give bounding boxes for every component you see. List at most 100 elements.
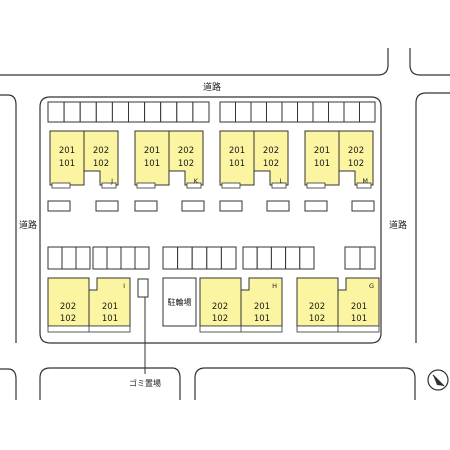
storage-box xyxy=(219,200,243,212)
building-letter: G xyxy=(369,282,374,290)
road-label-left: 道路 xyxy=(19,219,37,231)
parking-stall xyxy=(219,101,236,123)
parking-stall xyxy=(160,101,178,123)
road-label-right: 道路 xyxy=(389,219,407,231)
parking-stall xyxy=(220,246,237,270)
site-boundary xyxy=(39,96,382,344)
parking-stall xyxy=(128,101,146,123)
unit-number: 202 xyxy=(348,146,364,156)
parking-stall xyxy=(299,246,315,270)
buildings: 201101202102J201101202102K201101202102L2… xyxy=(47,130,380,333)
parking-stall xyxy=(256,246,272,270)
building-H: 202 102 201 101 H xyxy=(199,277,283,333)
parking-stall xyxy=(144,101,162,123)
unit-number: 201 xyxy=(254,302,270,312)
parking-stall xyxy=(177,246,193,270)
parking-stall xyxy=(106,246,122,270)
unit-number: 201 xyxy=(102,302,118,312)
parking-stall xyxy=(79,101,97,123)
unit-number: 201 xyxy=(351,302,367,312)
parking-stall xyxy=(95,101,113,123)
parking-stall xyxy=(328,101,345,123)
parking-stall xyxy=(111,101,130,123)
unit-number: 201 xyxy=(314,146,330,156)
parking-stall xyxy=(206,246,222,270)
unit-number: 202 xyxy=(212,302,228,312)
unit-number: 202 xyxy=(178,146,194,156)
parking-stall xyxy=(61,246,77,270)
unit-number: 101 xyxy=(144,159,160,169)
parking-stall xyxy=(47,101,65,123)
unit-number: 102 xyxy=(93,159,109,169)
unit-number: 201 xyxy=(144,146,160,156)
storage-box xyxy=(181,200,205,212)
parking-stall xyxy=(312,101,329,123)
unit-number: 101 xyxy=(59,159,75,169)
parking-stall xyxy=(120,246,136,270)
storage-box xyxy=(95,200,119,212)
parking-stall xyxy=(176,101,194,123)
parking-stall xyxy=(191,246,208,270)
unit-number: 202 xyxy=(60,302,76,312)
unit-number: 102 xyxy=(309,314,325,324)
building-letter: L xyxy=(279,177,283,185)
bicycle-parking-label: 駐輪場 xyxy=(168,297,192,307)
building-letter: H xyxy=(272,282,277,290)
building-letter: K xyxy=(194,177,199,185)
unit-number: 202 xyxy=(309,302,325,312)
storage-box xyxy=(134,200,158,212)
parking-stall xyxy=(47,246,63,270)
parking-stall xyxy=(192,101,210,123)
unit-number: 202 xyxy=(263,146,279,156)
parking-stall xyxy=(359,246,376,270)
parking-stall xyxy=(242,246,258,270)
storage-box xyxy=(266,200,290,212)
building-letter: I xyxy=(123,282,125,290)
unit-number: 101 xyxy=(102,314,118,324)
parking-stall xyxy=(75,246,91,270)
parking-stall xyxy=(92,246,108,270)
garbage-area: ゴミ置場 xyxy=(129,278,161,388)
parking-stall xyxy=(235,101,252,123)
parking-stall xyxy=(285,246,301,270)
unit-number: 102 xyxy=(263,159,279,169)
parking-stall xyxy=(359,101,376,123)
garbage-area-label: ゴミ置場 xyxy=(129,378,161,388)
building-letter: J xyxy=(110,177,113,185)
compass-icon xyxy=(427,369,449,391)
unit-number: 201 xyxy=(229,146,245,156)
unit-number: 101 xyxy=(254,314,270,324)
parking-stall xyxy=(250,101,267,123)
parking-stall xyxy=(344,246,361,270)
building-letter: M xyxy=(362,177,368,185)
road-label-top: 道路 xyxy=(203,81,221,93)
parking-stall xyxy=(270,246,287,270)
parking-stall xyxy=(134,246,150,270)
road-lines xyxy=(0,48,450,400)
building-G: 202 102 201 101 G xyxy=(296,277,380,333)
unit-number: 102 xyxy=(178,159,194,169)
bicycle-parking: 駐輪場 xyxy=(162,277,197,327)
unit-number: 101 xyxy=(351,314,367,324)
unit-number: 202 xyxy=(93,146,109,156)
unit-number: 201 xyxy=(59,146,75,156)
parking-stall xyxy=(281,101,298,123)
storage-box xyxy=(47,200,71,212)
unit-number: 101 xyxy=(229,159,245,169)
parking-stall xyxy=(266,101,283,123)
unit-number: 102 xyxy=(212,314,228,324)
parking-stall xyxy=(343,101,360,123)
storage-box xyxy=(304,200,328,212)
parking-stall xyxy=(297,101,314,123)
storage-box xyxy=(351,200,375,212)
unit-number: 102 xyxy=(348,159,364,169)
unit-number: 101 xyxy=(314,159,330,169)
parking-stall xyxy=(63,101,81,123)
parking-stall xyxy=(162,246,179,270)
